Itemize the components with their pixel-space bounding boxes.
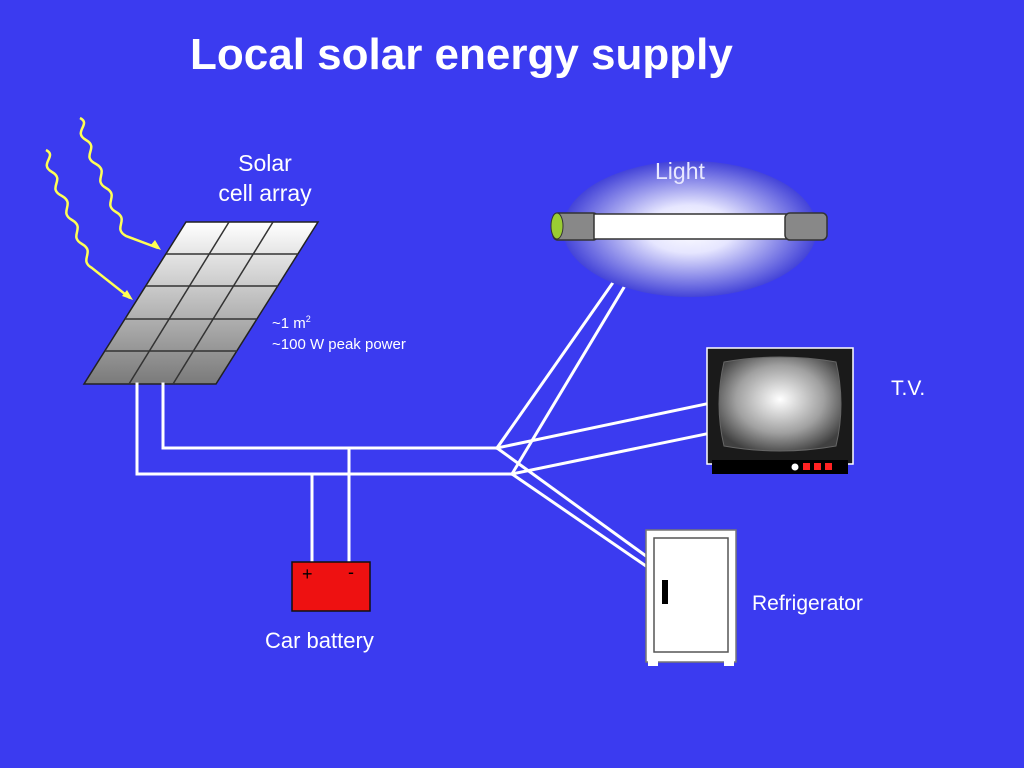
solar-array-label: Solar cell array [205, 148, 325, 208]
tv-button [825, 463, 832, 470]
area-value: ~1 m [272, 315, 306, 332]
tv-label: T.V. [891, 377, 926, 400]
sun-ray-arrowhead [122, 290, 133, 300]
battery-body [291, 561, 371, 612]
light-tube-icon [550, 161, 828, 297]
tv-icon [706, 347, 854, 474]
fridge-door [653, 537, 729, 653]
sun-ray-arrowhead [150, 240, 161, 250]
wire-fridge-b [509, 471, 649, 569]
wire-tv-a [495, 402, 708, 450]
battery-plus-terminal: + [302, 564, 313, 584]
battery-minus-terminal: - [348, 562, 354, 582]
tube-glass [593, 213, 789, 240]
refrigerator-icon [645, 529, 737, 666]
tube-green-end [550, 212, 564, 240]
wire-tv-b [510, 432, 708, 476]
tv-screen [718, 356, 842, 452]
area-spec: ~1 m2 [272, 313, 406, 334]
tube-right-cap [784, 212, 828, 241]
fridge-foot [648, 658, 658, 666]
battery-label: Car battery [265, 628, 374, 653]
fridge-foot [724, 658, 734, 666]
wire-panel-b [161, 382, 499, 450]
car-battery-icon [291, 561, 371, 612]
tv-power-led [791, 463, 799, 471]
wire-panel-a [135, 382, 514, 476]
sun-ray-lower-wave [45, 148, 131, 299]
solar-label-line1: Solar [238, 150, 292, 176]
light-label: Light [655, 158, 705, 184]
solar-label-line2: cell array [218, 180, 312, 206]
fridge-handle [662, 580, 668, 604]
solar-panel-icon [82, 221, 320, 385]
refrigerator-label: Refrigerator [752, 592, 863, 615]
panel-spec-label: ~1 m2 ~100 W peak power [272, 313, 406, 355]
sun-ray-icon [45, 116, 159, 299]
wire-fridge-a [494, 445, 649, 559]
tv-button [814, 463, 821, 470]
tv-button [803, 463, 810, 470]
page-title: Local solar energy supply [190, 30, 733, 79]
area-exponent: 2 [305, 314, 311, 324]
sun-ray-upper-wave [79, 116, 159, 250]
peak-power-spec: ~100 W peak power [272, 336, 406, 353]
